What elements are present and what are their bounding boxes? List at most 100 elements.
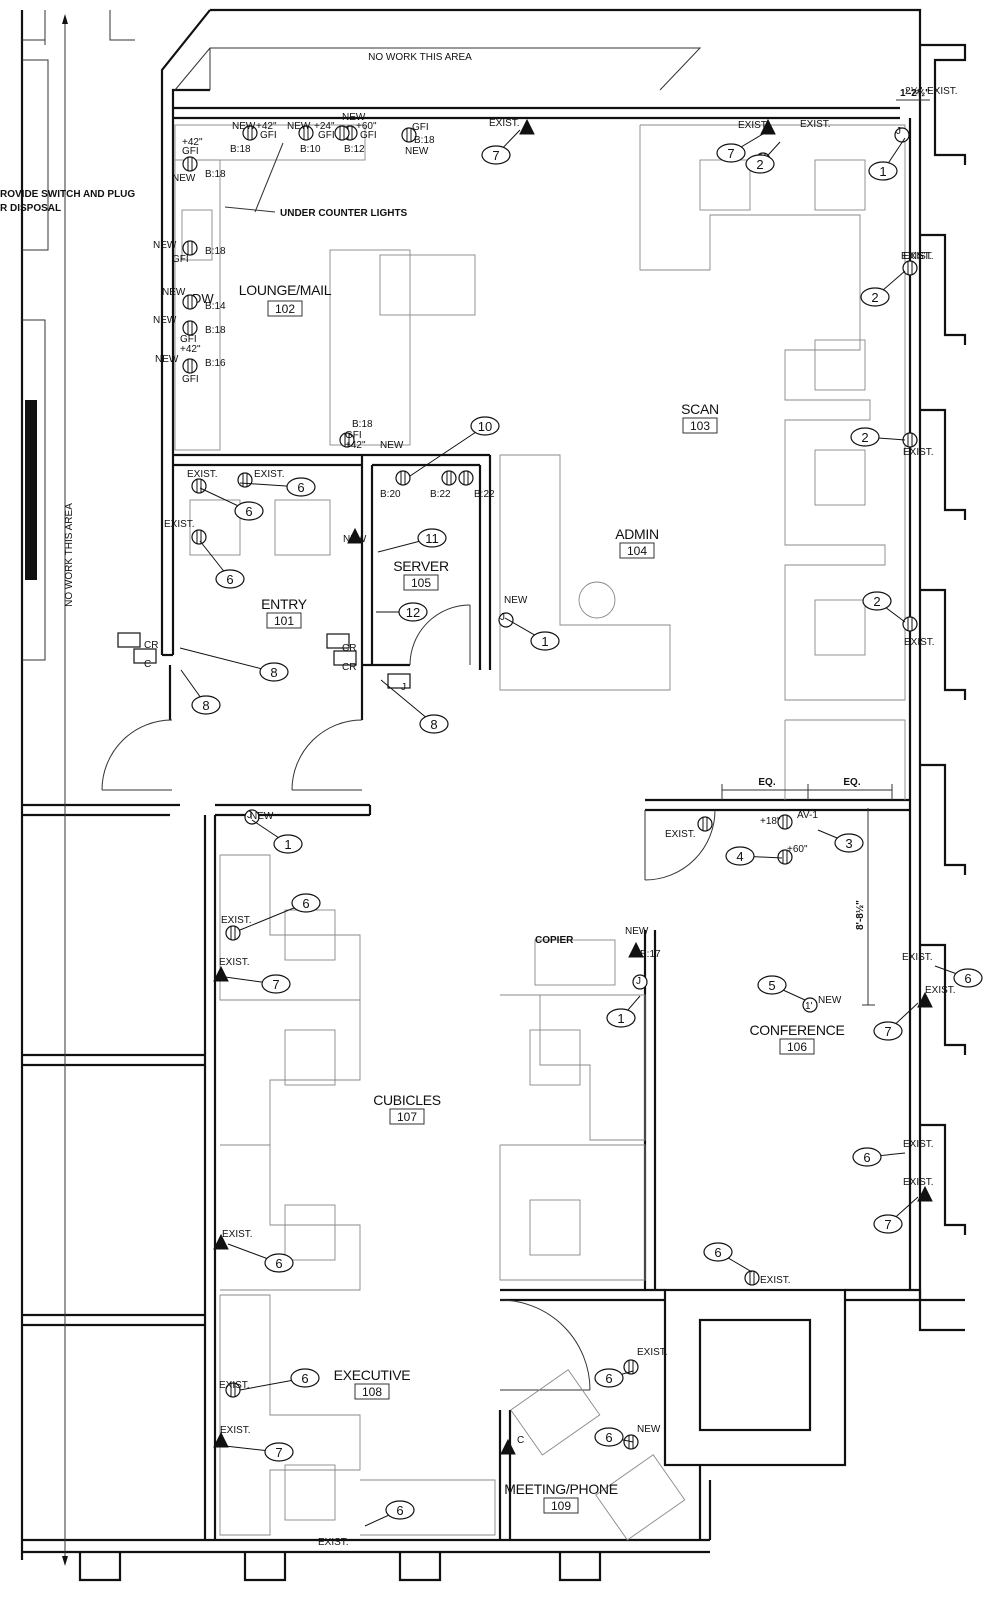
keynote-bubble: 5 (757, 975, 806, 1001)
svg-text:6: 6 (245, 504, 252, 519)
device-label: B:22 (474, 489, 495, 500)
device-label: NEW (343, 534, 367, 545)
device-label: B:20 (380, 489, 401, 500)
dimensions (721, 99, 930, 1006)
device-label: C (517, 1435, 524, 1446)
keynote-bubble: 2 (745, 141, 781, 174)
svg-text:ADMIN: ADMIN (615, 526, 659, 542)
junction-box-symbol (498, 612, 514, 628)
card-reader-symbol (133, 648, 157, 664)
receptacle-symbol (334, 125, 350, 141)
device-label: NEW (405, 146, 429, 157)
device-label: CR (342, 643, 356, 654)
device-label: +18" (760, 816, 781, 827)
svg-text:2: 2 (873, 594, 880, 609)
keynote-bubble: 8 (180, 669, 221, 715)
keynote-bubble: 6 (852, 1147, 906, 1167)
room-lounge-mail: LOUNGE/MAIL 102 (239, 282, 332, 317)
svg-text:11: 11 (425, 531, 439, 546)
device-label: J (401, 682, 406, 693)
device-label: J (636, 976, 641, 987)
device-label: +42" (345, 440, 366, 451)
device-label: NEW (818, 995, 842, 1006)
device-label: B:22 (430, 489, 451, 500)
device-label: GFI (182, 374, 199, 385)
device-label: GFI (182, 146, 199, 157)
receptacle-symbol (697, 816, 713, 832)
device-label: 1' (805, 1001, 813, 1012)
device-label: EXIST. (637, 1347, 668, 1358)
device-label: NEW (380, 440, 404, 451)
device-label: B:16 (205, 358, 226, 369)
device-label: NEW (342, 112, 366, 123)
svg-text:3: 3 (845, 836, 852, 851)
svg-text:1: 1 (541, 634, 548, 649)
keynote-bubble: 7 (716, 130, 769, 163)
keynote-bubble: 12 (376, 602, 428, 622)
keynote-bubble: 6 (934, 965, 983, 988)
receptacle-symbol (191, 478, 207, 494)
svg-text:1: 1 (284, 837, 291, 852)
dw-label: DW (192, 291, 214, 306)
device-label: EXIST. (800, 119, 831, 130)
disposal-note-line1: ROVIDE SWITCH AND PLUG (0, 189, 135, 200)
svg-text:6: 6 (605, 1430, 612, 1445)
card-reader-symbol (326, 633, 350, 649)
room-entry: ENTRY 101 (261, 596, 308, 629)
device-label: GFI (318, 130, 335, 141)
device-label: B:10 (300, 144, 321, 155)
receptacle-symbol (902, 260, 918, 276)
device-label: B:18 (205, 169, 226, 180)
svg-text:8: 8 (270, 665, 277, 680)
device-label: EXIST. (221, 915, 252, 926)
device-label: NEW (153, 315, 177, 326)
svg-text:101: 101 (274, 614, 294, 628)
keynote-bubble: 11 (377, 528, 447, 553)
device-label: EXIST. (219, 1380, 250, 1391)
device-label: EXIST. (665, 829, 696, 840)
device-label: EXIST. (903, 447, 934, 458)
svg-text:4: 4 (736, 849, 743, 864)
svg-text:10: 10 (478, 419, 492, 434)
device-labels: NEW+42"GFIB:18NEW+24"GFIB:10NEW+60"GFIB:… (144, 86, 958, 1548)
svg-text:104: 104 (627, 544, 647, 558)
svg-text:6: 6 (302, 896, 309, 911)
device-label: +60" (356, 121, 377, 132)
receptacle-symbol (777, 849, 793, 865)
receptacle-symbol (182, 320, 198, 336)
svg-text:EXECUTIVE: EXECUTIVE (334, 1367, 411, 1383)
receptacle-symbol (902, 616, 918, 632)
dim-height: 8'-8½" (855, 900, 866, 930)
device-label: EXIST. (903, 251, 934, 262)
keynote-bubble: 6 (227, 1243, 294, 1273)
receptacle-symbol (298, 125, 314, 141)
device-label: J (896, 126, 901, 137)
device-label: GFI (260, 130, 277, 141)
svg-text:7: 7 (884, 1024, 891, 1039)
device-label: EXIST. (927, 86, 958, 97)
device-symbols (117, 118, 933, 1455)
device-label: 2½" (905, 86, 923, 97)
device-label: +42" (180, 344, 201, 355)
keynote-bubble: 6 (703, 1242, 753, 1273)
svg-text:6: 6 (301, 1371, 308, 1386)
device-label: NEW (232, 121, 256, 132)
svg-text:2: 2 (871, 290, 878, 305)
keynote-bubble: 7 (481, 129, 521, 165)
exterior-walls (20, 8, 965, 1560)
keynote-bubble: 6 (594, 1368, 634, 1388)
data-outlet-symbol (213, 1233, 229, 1250)
svg-text:7: 7 (492, 148, 499, 163)
receptacle-symbol (182, 240, 198, 256)
svg-text:6: 6 (396, 1503, 403, 1518)
keynote-bubble: 10 (409, 416, 500, 477)
svg-text:6: 6 (297, 480, 304, 495)
device-label: NEW (250, 811, 274, 822)
svg-text:12: 12 (406, 605, 420, 620)
device-label: EXIST. (164, 519, 195, 530)
keynote-bubble: 6 (199, 487, 264, 521)
svg-text:6: 6 (226, 572, 233, 587)
